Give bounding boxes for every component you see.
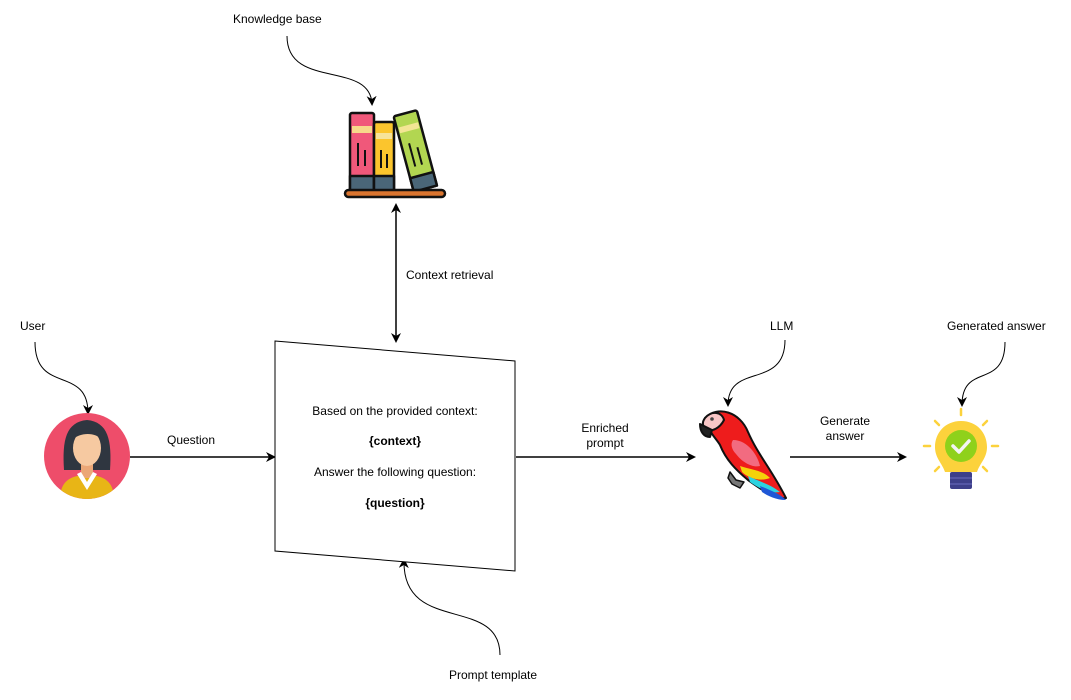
generate-answer-label-line1: Generate [819, 414, 871, 428]
enriched-prompt-label: Enriched prompt [565, 421, 645, 451]
lightbulb-check-icon [922, 407, 1000, 489]
llm-pointer-arrow [723, 339, 786, 407]
user-avatar-icon [44, 413, 130, 499]
llm-label: LLM [770, 319, 794, 333]
user-pointer-arrow [34, 341, 93, 415]
enriched-prompt-label-line1: Enriched [581, 421, 629, 435]
prompt-template-label: Prompt template [449, 668, 538, 682]
template-line-context-intro: Based on the provided context: [312, 404, 478, 418]
user-label: User [20, 319, 46, 333]
parrot-icon [699, 410, 787, 500]
knowledge-base-pointer-arrow [286, 35, 377, 106]
template-line-question-intro: Answer the following question: [313, 465, 477, 479]
generate-answer-label: Generate answer [805, 414, 885, 444]
knowledge-base-label: Knowledge base [233, 12, 322, 26]
generated-answer-pointer-arrow [957, 341, 1006, 407]
context-retrieval-label: Context retrieval [406, 268, 494, 282]
template-question-placeholder: {question} [365, 496, 425, 510]
generate-answer-label-line2: answer [825, 429, 865, 443]
enriched-prompt-label-line2: prompt [586, 436, 624, 450]
prompt-template-pointer-arrow [398, 558, 501, 656]
prompt-template-card [274, 340, 516, 572]
template-context-placeholder: {context} [368, 434, 421, 448]
books-icon [343, 109, 447, 199]
generated-answer-label: Generated answer [947, 319, 1046, 333]
question-label: Question [167, 433, 216, 447]
